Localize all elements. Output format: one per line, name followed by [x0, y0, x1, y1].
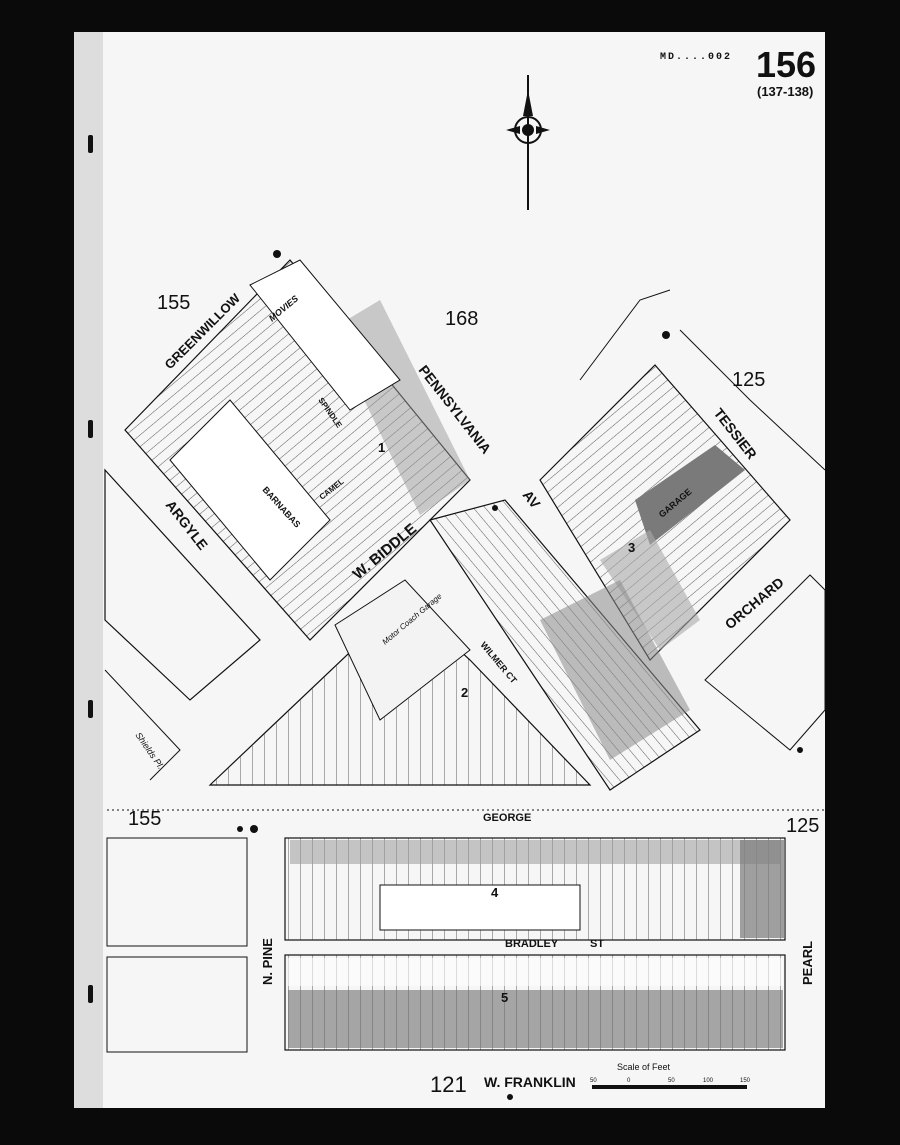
street-label-franklin: W. FRANKLIN: [484, 1074, 576, 1090]
street-label-bradley: BRADLEY: [505, 938, 559, 950]
block-northwest: [124, 259, 471, 641]
adjoining-sheet-number: 155: [128, 808, 161, 830]
adjoining-sheet-number: 155: [157, 292, 190, 314]
page-number: 156: [756, 44, 817, 85]
block-central: [208, 499, 701, 791]
block-number: 2: [461, 685, 468, 700]
scale-bar: [592, 1085, 747, 1089]
scale-tick: 0: [627, 1078, 631, 1084]
block-5: [284, 954, 786, 1051]
block-edge: [104, 669, 181, 781]
scale-tick: 50: [668, 1078, 675, 1084]
adjoining-sheet-number: 121: [430, 1072, 467, 1097]
binding-edge: [74, 32, 104, 1108]
block-number: 5: [501, 990, 508, 1005]
adjoining-sheet-number: 125: [732, 369, 765, 391]
street-label-shields: Shields Pl.: [133, 730, 166, 771]
scale-tick: 150: [740, 1078, 751, 1084]
adjoining-sheet-number: 168: [445, 308, 478, 330]
street-label-george: GEORGE: [483, 812, 531, 824]
block-number: 4: [491, 885, 499, 900]
north-arrow-icon: [506, 75, 550, 210]
adjoining-sheet-number: 125: [786, 815, 819, 837]
scale-tick: 100: [703, 1078, 714, 1084]
block-edge: [704, 574, 826, 751]
block-east: [539, 364, 791, 661]
block-4: [284, 837, 786, 941]
block-argyle: [104, 468, 261, 701]
block-number: 1: [378, 440, 385, 455]
block-edge: [579, 289, 671, 381]
street-label-bradley-st: ST: [590, 938, 604, 950]
sheet-code: MD....002: [660, 52, 733, 63]
block-edge: [679, 329, 826, 471]
binding-hole: [88, 700, 93, 718]
block-number: 3: [628, 540, 635, 555]
street-label-pine: N. PINE: [260, 938, 275, 985]
binding-hole: [88, 135, 93, 153]
block-left: [106, 837, 248, 947]
binding-hole: [88, 420, 93, 438]
street-label-pearl: PEARL: [800, 941, 815, 985]
street-label-av: AV: [520, 487, 544, 512]
hydrant-icon: [237, 250, 803, 1100]
binding-hole: [88, 985, 93, 1003]
page-range: (137-138): [757, 84, 814, 99]
street-label-orchard: ORCHARD: [722, 574, 787, 632]
block-left: [106, 956, 248, 1053]
scale-tick: 50: [590, 1078, 597, 1084]
scale-label: Scale of Feet: [617, 1062, 671, 1072]
